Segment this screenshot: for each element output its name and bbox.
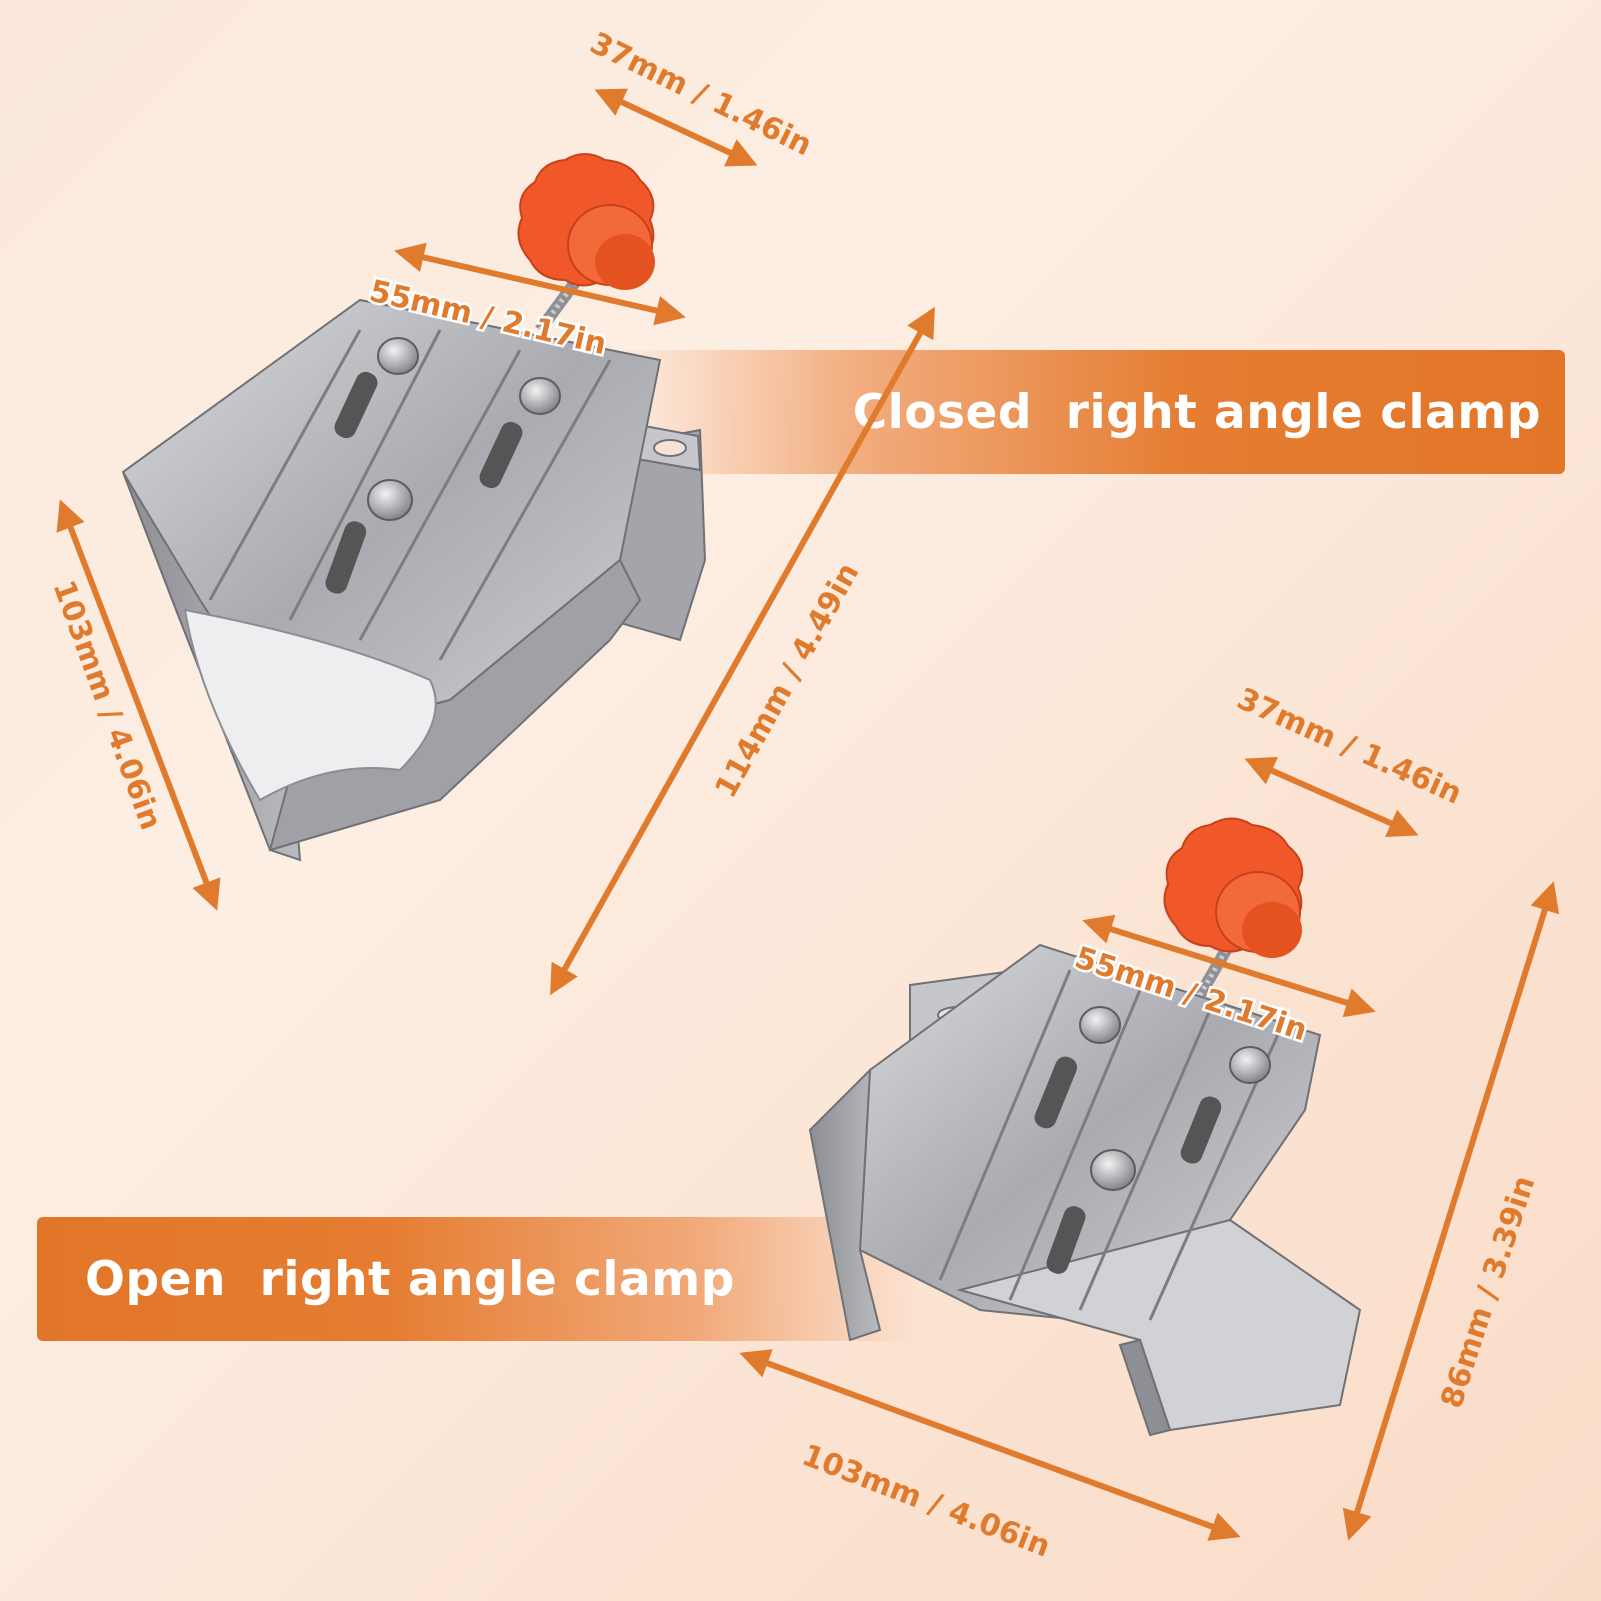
dimension-arrows — [56, 88, 1560, 1541]
dim-arrow-closed-knob — [394, 242, 686, 326]
open-clamp-banner: Open right angle clamp — [37, 1217, 917, 1341]
dim-arrow-closed-diag — [550, 306, 935, 996]
pin-icon — [377, 337, 419, 375]
dim-arrow-open-top — [1244, 756, 1419, 838]
dim-arrow-open-right — [1342, 881, 1560, 1541]
pin-icon — [519, 377, 561, 415]
knob-icon — [517, 153, 655, 290]
pin-icon — [367, 479, 413, 521]
open-clamp — [808, 817, 1362, 1437]
closed-clamp-title: Closed right angle clamp — [852, 384, 1541, 440]
closed-clamp — [121, 153, 707, 862]
dim-arrow-open-knob — [1082, 914, 1376, 1018]
pin-icon — [1229, 1046, 1271, 1084]
open-dim-top: 37mm / 1.46in — [1232, 681, 1467, 811]
pin-icon — [1079, 1006, 1121, 1044]
closed-dim-diag: 114mm / 4.49in — [708, 557, 866, 804]
dim-arrow-open-bottom — [739, 1349, 1241, 1541]
dim-arrow-closed-left — [56, 499, 221, 911]
closed-dim-top: 37mm / 1.46in — [584, 26, 817, 163]
knob-icon — [1163, 817, 1304, 958]
dim-arrow-closed-top — [594, 88, 758, 167]
open-clamp-title: Open right angle clamp — [85, 1251, 735, 1307]
pin-icon — [1090, 1149, 1136, 1191]
